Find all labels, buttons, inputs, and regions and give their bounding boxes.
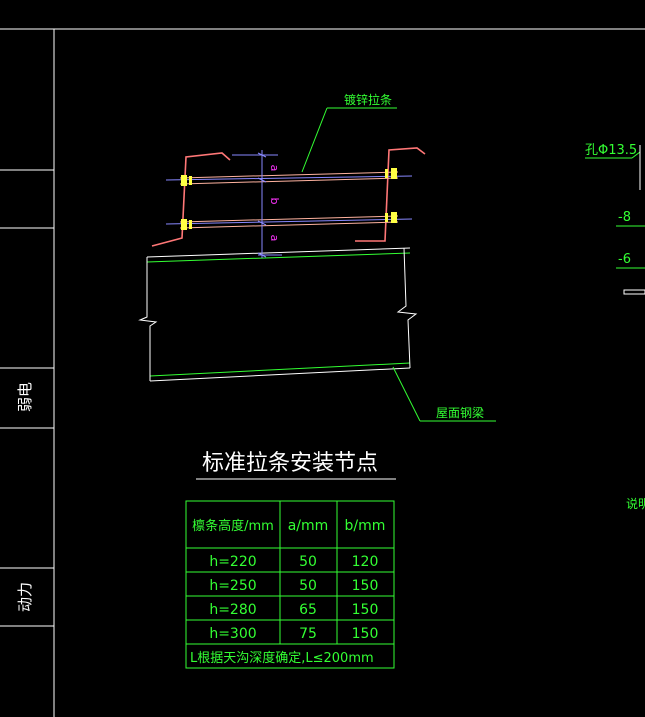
beam-bottom-flange-inner bbox=[149, 362, 411, 377]
leader-line bbox=[301, 107, 328, 173]
table-cell: h=300 bbox=[209, 626, 256, 642]
table-footnote: L根据天沟深度确定,L≤200mm bbox=[190, 650, 374, 666]
beam-break-left bbox=[138, 257, 158, 381]
dim-label-a-top: a bbox=[268, 165, 281, 172]
bolt-icon bbox=[385, 169, 388, 178]
beam-label: 屋面钢梁 bbox=[436, 405, 484, 420]
tie-rods bbox=[165, 171, 413, 229]
table-header-b: b/mm bbox=[345, 518, 386, 534]
rod-upper-top bbox=[179, 171, 399, 179]
table-cell: 75 bbox=[299, 626, 317, 642]
rod-centerline-upper bbox=[165, 175, 413, 181]
dim-label-b: b bbox=[268, 198, 281, 205]
rod-centerline-lower bbox=[165, 218, 413, 225]
dim-tick bbox=[257, 152, 267, 158]
table-cell: h=250 bbox=[209, 578, 256, 594]
rod-lower-top bbox=[179, 215, 399, 223]
table-cell: 150 bbox=[352, 602, 379, 618]
rod-lower-bottom bbox=[179, 221, 399, 229]
beam-break-right bbox=[396, 247, 418, 369]
bolt-icon bbox=[181, 219, 187, 230]
side-label-weak-current: 弱电 bbox=[16, 382, 34, 412]
plate-section bbox=[623, 289, 645, 295]
side-label-power: 动力 bbox=[16, 582, 34, 612]
table-cell: 120 bbox=[352, 554, 379, 570]
roof-beam bbox=[138, 247, 418, 382]
bolt-icon bbox=[189, 176, 192, 185]
dim-label-a-bottom: a bbox=[268, 235, 281, 242]
leader-beam bbox=[392, 366, 496, 422]
table-header-height: 檩条高度/mm bbox=[192, 518, 274, 534]
table-cell: h=220 bbox=[209, 554, 256, 570]
thickness-note-8: -8 bbox=[618, 210, 631, 225]
bolt-icon bbox=[391, 168, 397, 179]
table-border bbox=[185, 500, 395, 669]
bolt-icon bbox=[385, 213, 388, 222]
table-header-a: a/mm bbox=[288, 518, 329, 534]
hole-note-leader bbox=[631, 151, 641, 159]
note-label: 说明 bbox=[626, 496, 645, 511]
table-text: 檩条高度/mm a/mm b/mm h=220 50 120 h=250 50 … bbox=[190, 518, 385, 666]
purlin-table bbox=[185, 500, 395, 669]
purlin-right bbox=[355, 147, 426, 242]
purlin-left bbox=[151, 152, 231, 247]
table-cell: 50 bbox=[299, 554, 317, 570]
dim-tick bbox=[257, 220, 267, 226]
frame bbox=[0, 28, 645, 717]
dimension-chain bbox=[232, 150, 282, 258]
table-cell: 65 bbox=[299, 602, 317, 618]
table-cell: 150 bbox=[352, 578, 379, 594]
beam-top-flange-inner bbox=[146, 252, 411, 263]
table-cell: 50 bbox=[299, 578, 317, 594]
hole-note: 孔Φ13.5 bbox=[585, 143, 637, 158]
rod-upper-bottom bbox=[179, 177, 399, 185]
dim-tick bbox=[257, 252, 267, 258]
bolt-icon bbox=[189, 220, 192, 229]
leader-rod bbox=[301, 107, 397, 173]
thickness-note-6: -6 bbox=[618, 252, 631, 267]
dim-tick bbox=[257, 177, 267, 183]
bolts bbox=[181, 168, 397, 230]
beam-bottom-flange bbox=[149, 367, 411, 382]
bolt-icon bbox=[391, 212, 397, 223]
table-cell: 150 bbox=[352, 626, 379, 642]
table-cell: h=280 bbox=[209, 602, 256, 618]
detail-title: 标准拉条安装节点 bbox=[202, 451, 378, 476]
leader-line bbox=[392, 366, 421, 422]
rod-label: 镀锌拉条 bbox=[344, 92, 392, 107]
beam-top-flange bbox=[146, 247, 411, 258]
bolt-icon bbox=[181, 175, 187, 186]
